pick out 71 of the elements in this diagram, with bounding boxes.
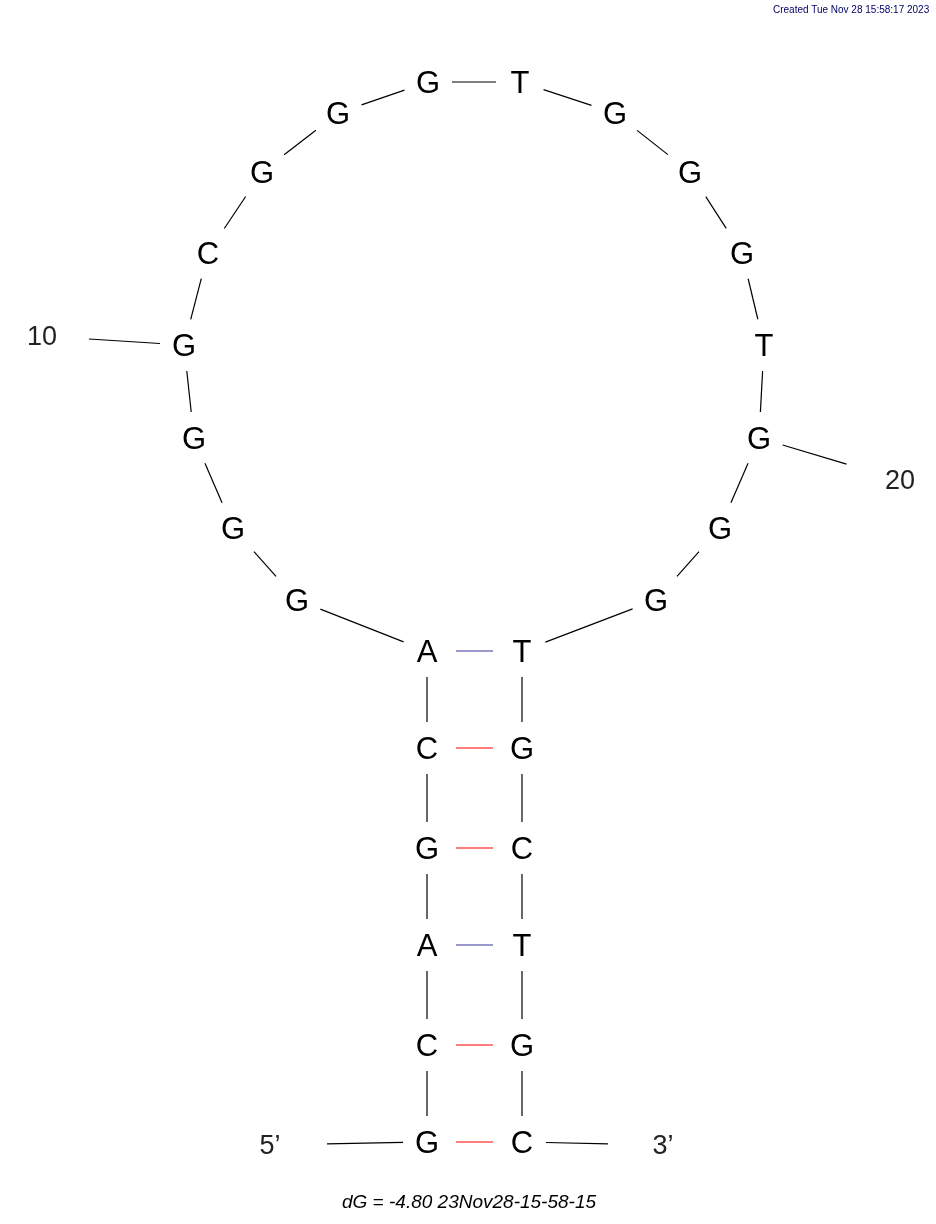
leader-line: [545, 1141, 609, 1145]
backbone-line: [426, 873, 428, 920]
backbone-line: [451, 81, 497, 83]
nucleotide-label: G: [727, 236, 757, 270]
nucleotide-label: C: [507, 831, 537, 865]
backbone-line: [283, 129, 317, 156]
backbone-line: [186, 370, 192, 413]
nucleotide-label: T: [749, 328, 779, 362]
backbone-line: [759, 370, 764, 413]
base-pair-line: [455, 944, 494, 946]
backbone-line: [426, 1070, 428, 1117]
position-label: 5’: [251, 1128, 289, 1162]
backbone-line: [521, 773, 523, 823]
position-label: 3’: [644, 1128, 682, 1162]
backbone-line: [204, 462, 223, 504]
backbone-line: [426, 773, 428, 823]
backbone-line: [705, 195, 727, 230]
nucleotide-label: G: [507, 731, 537, 765]
base-pair-line: [455, 747, 494, 749]
backbone-line: [521, 970, 523, 1020]
nucleotide-label: G: [218, 511, 248, 545]
backbone-line: [730, 462, 749, 504]
nucleotide-label: G: [641, 583, 671, 617]
nucleotide-label: G: [507, 1028, 537, 1062]
nucleotide-label: T: [505, 65, 535, 99]
base-pair-line: [455, 1044, 494, 1046]
backbone-line: [426, 676, 428, 723]
nucleotide-label: G: [705, 511, 735, 545]
backbone-line: [521, 676, 523, 723]
nucleotide-label: G: [282, 583, 312, 617]
nucleotide-label: G: [600, 96, 630, 130]
nucleotide-label: C: [507, 1125, 537, 1159]
backbone-line: [521, 873, 523, 920]
backbone-line: [360, 89, 406, 106]
position-label: 10: [23, 319, 61, 353]
nucleotide-label: A: [412, 928, 442, 962]
nucleotide-label: G: [179, 421, 209, 455]
nucleotide-label: T: [507, 634, 537, 668]
backbone-line: [253, 551, 277, 577]
nucleotide-label: G: [413, 65, 443, 99]
base-pair-line: [455, 1141, 494, 1143]
leader-line: [88, 338, 161, 345]
backbone-line: [676, 551, 700, 577]
backbone-line: [521, 1070, 523, 1117]
backbone-line: [190, 278, 202, 320]
backbone-line: [544, 608, 634, 643]
nucleotide-label: C: [412, 1028, 442, 1062]
base-pair-line: [455, 650, 494, 652]
creation-date-text: Created Tue Nov 28 15:58:17 2023: [773, 4, 930, 15]
nucleotide-label: G: [744, 421, 774, 455]
position-label: 20: [881, 463, 919, 497]
nucleotide-label: G: [412, 1125, 442, 1159]
leader-line: [782, 444, 848, 465]
nucleotide-label: G: [412, 831, 442, 865]
nucleotide-label: T: [507, 928, 537, 962]
leader-line: [326, 1141, 404, 1145]
backbone-line: [319, 608, 405, 643]
nucleotide-label: G: [675, 155, 705, 189]
backbone-line: [636, 129, 669, 156]
base-pair-line: [455, 847, 494, 849]
free-energy-caption: dG = -4.80 23Nov28-15-58-15: [342, 1191, 597, 1213]
backbone-line: [426, 970, 428, 1020]
backbone-line: [747, 278, 759, 320]
nucleotide-label: G: [247, 155, 277, 189]
backbone-line: [542, 89, 593, 106]
nucleotide-label: G: [323, 96, 353, 130]
nucleotide-label: C: [412, 731, 442, 765]
nucleotide-label: G: [169, 328, 199, 362]
backbone-line: [223, 195, 247, 230]
nucleotide-label: A: [412, 634, 442, 668]
nucleotide-label: C: [193, 236, 223, 270]
